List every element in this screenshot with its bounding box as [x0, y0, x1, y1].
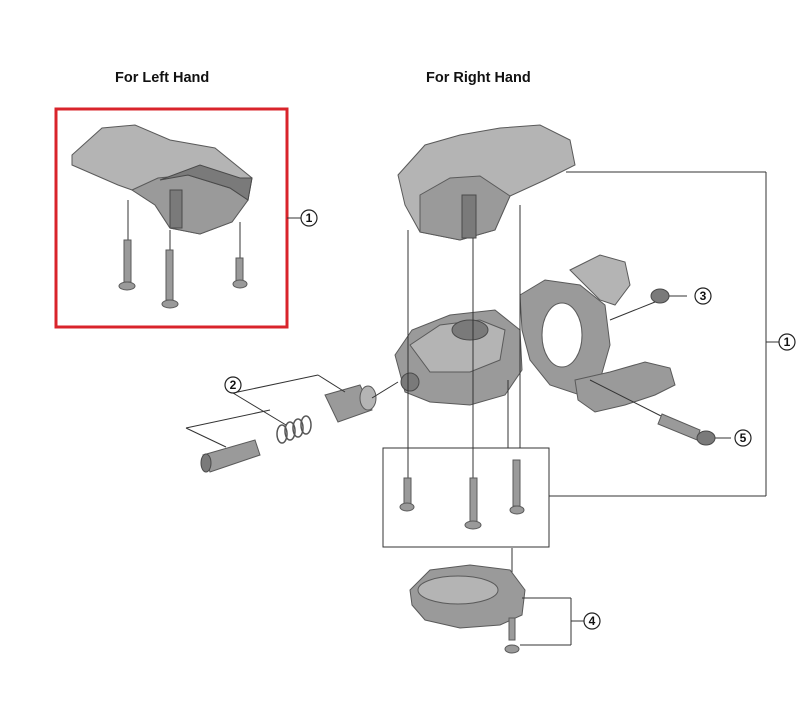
screw-left-1 — [118, 239, 136, 291]
left-hand-cover[interactable] — [71, 124, 253, 235]
adjuster-barrel — [324, 384, 377, 423]
right-hand-screws-box — [382, 447, 550, 548]
callout-2: 2 — [224, 376, 242, 394]
callout-4: 4 — [520, 597, 601, 646]
part-2-assembly — [185, 374, 399, 473]
screw-left-3 — [232, 257, 248, 289]
part-5-bolt — [589, 379, 731, 446]
clamp-band[interactable] — [519, 254, 631, 396]
screw-left-2 — [161, 249, 179, 309]
right-hand-screws — [399, 459, 525, 530]
screw-right-1 — [399, 477, 415, 512]
part-3-cap — [609, 288, 687, 321]
callout-1-left-label: 1 — [306, 211, 313, 225]
left-hand-screws — [118, 200, 248, 309]
shifter-body[interactable] — [394, 309, 523, 406]
part-4-screw — [504, 617, 520, 654]
guide-pin — [200, 439, 261, 473]
shift-lever[interactable] — [574, 361, 676, 413]
screw-right-2 — [464, 477, 482, 530]
callout-3-label: 3 — [700, 289, 707, 303]
callout-5-label: 5 — [740, 431, 747, 445]
part-4-bottom-cover — [409, 564, 526, 629]
callout-3: 3 — [694, 287, 712, 305]
screw-right-3 — [509, 459, 525, 515]
callout-1-right-label: 1 — [784, 335, 791, 349]
callout-4-label: 4 — [589, 614, 596, 628]
right-hand-cover[interactable] — [397, 124, 576, 241]
assembly-lines — [407, 205, 521, 600]
callout-1-right: 1 — [549, 171, 796, 497]
callout-2-label: 2 — [230, 378, 237, 392]
callout-5: 5 — [734, 429, 752, 447]
callout-1-left: 1 — [287, 209, 318, 227]
spring — [276, 415, 312, 444]
header-left-hand: For Left Hand — [115, 70, 210, 86]
header-right-hand: For Right Hand — [426, 70, 531, 86]
